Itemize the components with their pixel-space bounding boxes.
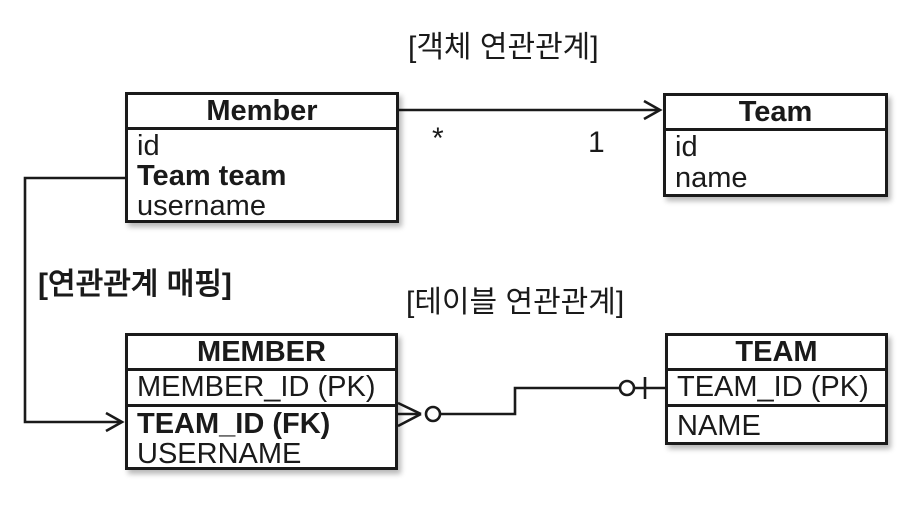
member-field-username: username [137, 190, 266, 222]
table-relation-connector [397, 377, 665, 428]
team-field-name: name [675, 162, 748, 194]
member-table-pk-column: MEMBER_ID (PK) [128, 371, 395, 407]
team-table-title: TEAM [668, 336, 885, 371]
table-relation-title: [테이블 연관관계] [406, 286, 625, 319]
multiplicity-many-label: * [432, 122, 444, 155]
member-table-fk-column: TEAM_ID (FK) [137, 408, 331, 440]
multiplicity-one-label: 1 [588, 126, 605, 159]
object-relation-title: [객체 연관관계] [408, 31, 599, 64]
team-table-name-column: NAME [677, 410, 761, 442]
mapping-title: [연관관계 매핑] [38, 268, 232, 301]
team-field-id: id [675, 131, 698, 163]
team-class-box: Team id name [663, 93, 888, 197]
member-field-team: Team team [137, 160, 287, 192]
object-association-arrow [399, 99, 663, 121]
member-class-box: Member id Team team username [125, 92, 399, 223]
member-table-username-column: USERNAME [137, 438, 302, 470]
member-class-title: Member [128, 95, 396, 130]
team-table-box: TEAM TEAM_ID (PK) NAME [665, 333, 888, 445]
member-field-id: id [137, 130, 160, 162]
team-class-title: Team [666, 96, 885, 131]
member-table-box: MEMBER MEMBER_ID (PK) TEAM_ID (FK) USERN… [125, 333, 398, 470]
mapping-connector-arrow [23, 176, 125, 433]
team-table-pk-column: TEAM_ID (PK) [668, 371, 885, 407]
member-table-title: MEMBER [128, 336, 395, 371]
